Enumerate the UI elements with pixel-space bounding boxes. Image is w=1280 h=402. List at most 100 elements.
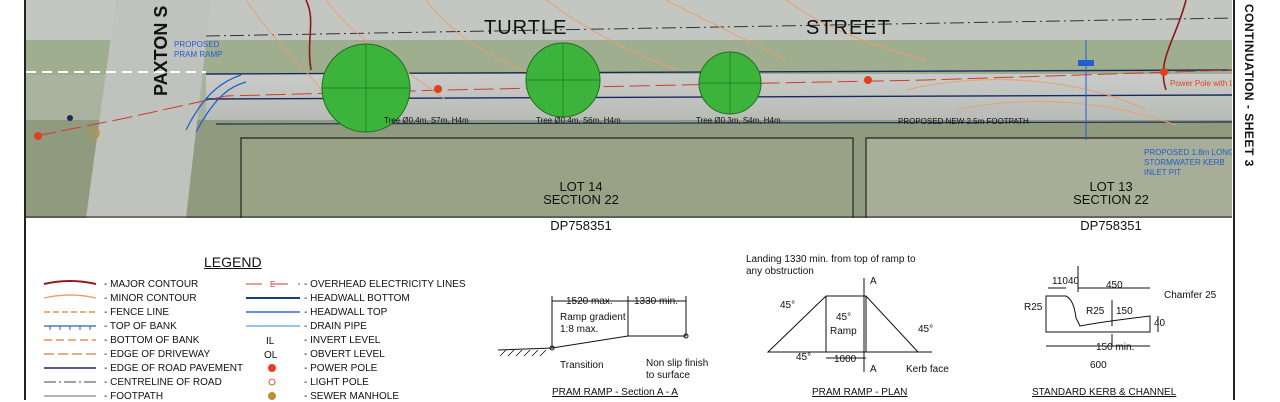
kerb-dim-600: 600 (1090, 360, 1107, 371)
kerb-dim-40a: 40 (1068, 276, 1080, 287)
lot13-area (866, 138, 1232, 218)
kerb-r25b: R25 (1086, 306, 1105, 317)
contour-7 (905, 79, 1147, 111)
plan-kerb-face: Kerb face (906, 364, 949, 375)
legend-title: LEGEND (204, 254, 262, 270)
lot14-label: LOT 14 SECTION 22 (526, 180, 636, 206)
kerb-r25a: R25 (1024, 302, 1043, 313)
sheet-title: CONTINUATION - SHEET 3 (1242, 4, 1256, 167)
section-gradient: Ramp gradient 1:8 max. (560, 312, 626, 335)
electricity-e-glyph: E (270, 280, 275, 289)
contour-4 (545, 0, 677, 71)
lot13-section: SECTION 22 (1073, 192, 1149, 207)
plan-section-mark-bottom: A (870, 364, 877, 375)
major-contour-symbol (43, 280, 97, 285)
lot14-section: SECTION 22 (543, 192, 619, 207)
paxton-road (86, 0, 211, 218)
legend-obvert-level: - OBVERT LEVEL (304, 349, 385, 360)
contour-8 (955, 101, 1177, 126)
legend-top-of-bank: - TOP OF BANK (104, 321, 177, 332)
top-of-bank-ticks (49, 326, 91, 330)
legend-headwall-bottom: - HEADWALL BOTTOM (304, 293, 410, 304)
minor-contour-symbol (43, 294, 97, 299)
kerb-dim-150: 150 (1116, 306, 1133, 317)
plan-angle-3: 45° (918, 324, 934, 335)
street-name-turtle: TURTLE (484, 17, 568, 39)
major-contour-line-2 (1162, 0, 1187, 91)
tree2-label: Tree Ø0.4m, S6m, H4m (536, 116, 621, 125)
plan-angle-2: 45° (836, 312, 852, 323)
light-pole-symbol (268, 378, 276, 386)
pram-ramp-plan (766, 278, 932, 372)
sheet-frame-left (24, 0, 26, 400)
lot14-dp: DP758351 (550, 218, 612, 233)
overhead-electricity (35, 69, 1232, 137)
contour-6 (785, 0, 927, 61)
legend-power-pole: - POWER POLE (304, 363, 378, 374)
footpath-label: PROPOSED NEW 2.5m FOOTPATH (898, 117, 1029, 126)
legend-edge-of-road-pavement: - EDGE OF ROAD PAVEMENT (104, 363, 244, 374)
legend-sewer-manhole: - SEWER MANHOLE (304, 391, 400, 402)
legend-bottom-of-bank: - BOTTOM OF BANK (104, 335, 200, 346)
plan-angle-1: 45° (780, 300, 796, 311)
lot14-number: LOT 14 (559, 179, 603, 194)
legend-overhead-electricity: - OVERHEAD ELECTRICITY LINES (304, 279, 466, 290)
lot13-number: LOT 13 (1089, 179, 1133, 194)
plan-landing-note: Landing 1330 min. from top of ramp to an… (746, 254, 916, 277)
section-transition: Transition (560, 360, 604, 371)
sewer-manhole-symbol (268, 392, 276, 400)
plan-drawing (26, 0, 1232, 218)
kerb-inlet-pit (1078, 60, 1094, 66)
power-pole-3 (864, 76, 872, 84)
kerb-title: STANDARD KERB & CHANNEL (1032, 387, 1177, 398)
tree3-label: Tree Ø0.3m, S4m, H4m (696, 116, 781, 125)
section-dim-1330: 1330 min. (634, 296, 678, 307)
sheet-frame-right (1233, 0, 1235, 400)
power-pole-1 (34, 132, 42, 140)
il-symbol: IL (266, 336, 275, 347)
street-name-street: STREET (806, 17, 891, 39)
kerb-channel-section (1045, 266, 1159, 347)
tree-1 (321, 43, 411, 133)
kerb-dim-150min: 150 min. (1096, 342, 1135, 353)
power-pole-label: Power Pole with Light (1170, 79, 1232, 88)
lot13-dp: DP758351 (1080, 218, 1142, 233)
pram-ramp-arc-2 (195, 81, 247, 133)
verge-north (26, 40, 1232, 75)
lot14-area (241, 138, 853, 218)
section-title: PRAM RAMP - Section A - A (552, 387, 678, 398)
lot13-boundary (865, 137, 1232, 218)
ol-symbol: OL (264, 350, 278, 361)
legend-fence-line: - FENCE LINE (104, 307, 170, 318)
pram-ramp-section (497, 296, 689, 357)
section-dim-1520: 1520 max. (566, 296, 613, 307)
legend-drain-pipe: - DRAIN PIPE (304, 321, 367, 332)
lot14-boundary (240, 137, 854, 218)
kerb-inlet-label: PROPOSED 1.8m LONG STORMWATER KERB INLET… (1144, 148, 1232, 177)
major-contour-line (305, 0, 312, 71)
kerb-chamfer: Chamfer 25 (1164, 290, 1217, 301)
tree-2 (525, 42, 601, 118)
legend-headwall-top: - HEADWALL TOP (304, 307, 388, 318)
legend-minor-contour: - MINOR CONTOUR (104, 293, 197, 304)
legend-edge-of-driveway: - EDGE OF DRIVEWAY (104, 349, 211, 360)
plan-angle-4: 45° (796, 352, 812, 363)
legend-footpath: - FOOTPATH (104, 391, 164, 402)
road-upper (26, 0, 1232, 40)
survey-point (67, 115, 73, 121)
pram-ramp-label: PROPOSED PRAM RAMP (174, 40, 223, 59)
section-nonslip: Non slip finish to surface (646, 358, 709, 381)
kerb-dim-40b: 40 (1154, 318, 1166, 329)
kerb-dim-450: 450 (1106, 280, 1123, 291)
legend-major-contour: - MAJOR CONTOUR (104, 279, 199, 290)
tree-3 (698, 51, 762, 115)
legend-centreline-of-road: - CENTRELINE OF ROAD (104, 377, 222, 388)
power-pole-4 (1160, 68, 1168, 76)
plan-width-1000: 1000 (834, 354, 857, 365)
sewer-manhole (88, 127, 100, 139)
contour-5 (665, 0, 787, 61)
tree1-label: Tree Ø0.4m, S7m, H4m (384, 116, 469, 125)
